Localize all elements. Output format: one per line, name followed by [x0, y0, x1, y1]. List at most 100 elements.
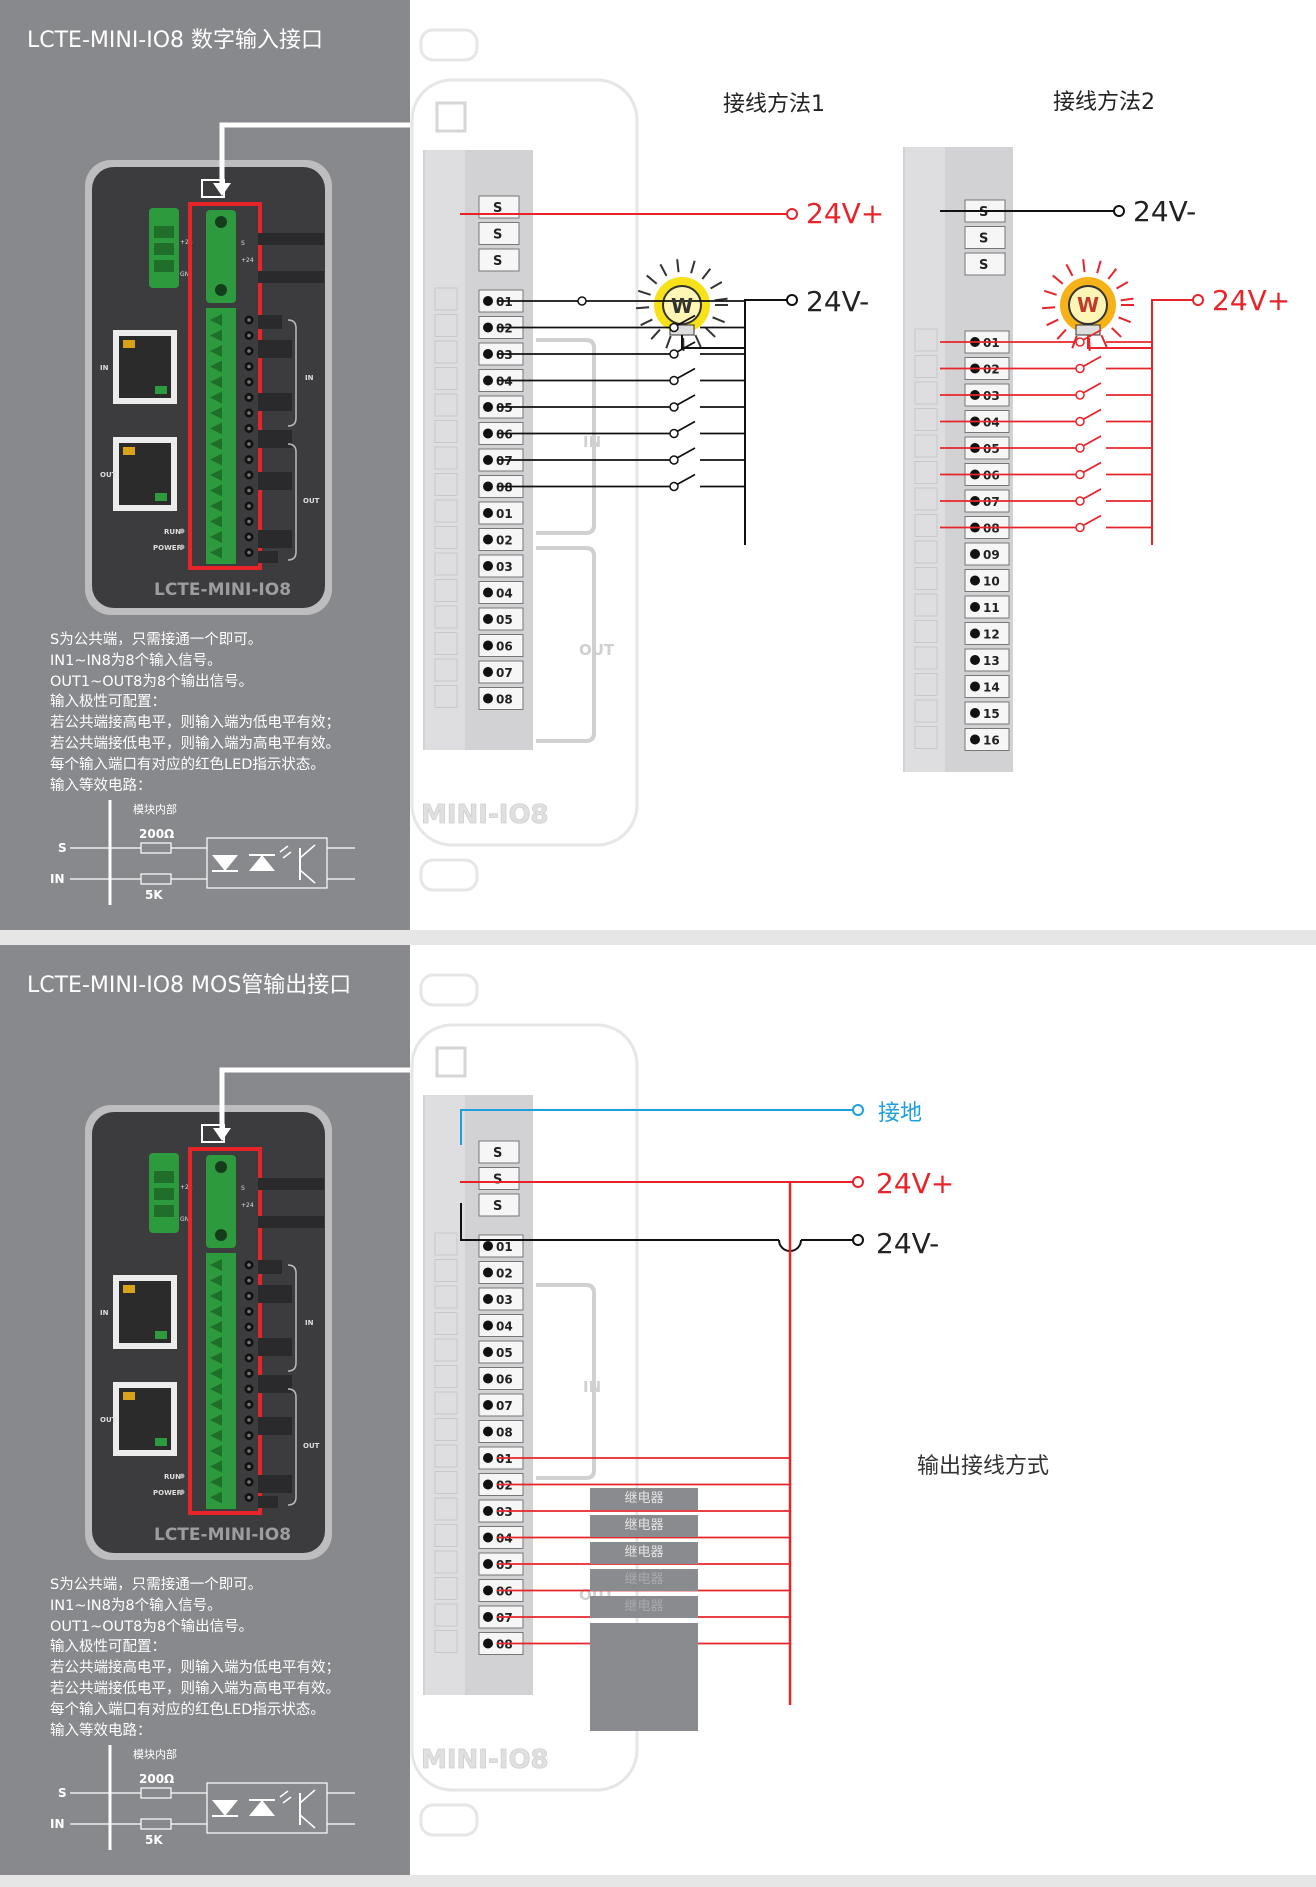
panel-title: LCTE-MINI-IO8 MOS管输出接口 [27, 973, 352, 998]
led-center [247, 504, 251, 508]
device-rib [258, 430, 292, 448]
device-in-label: IN [305, 374, 314, 382]
switch-node [669, 322, 679, 333]
run-led [179, 528, 185, 534]
light-arrow [279, 845, 289, 853]
led-center [247, 349, 251, 353]
connector-arrow [210, 453, 222, 466]
terminal-cell [964, 542, 1010, 566]
led-center [247, 1418, 251, 1422]
connector-arrow [210, 360, 222, 373]
module-logo [435, 1046, 467, 1078]
device-rib [258, 340, 292, 358]
module-clip [419, 858, 479, 892]
device-rib [258, 1216, 324, 1228]
tiny-label: +24 [241, 257, 254, 264]
connector-arrow [210, 531, 222, 543]
resistor [140, 1787, 172, 1799]
transistor-leg [299, 1814, 316, 1829]
switch-node [669, 428, 679, 439]
terminal-screw [914, 673, 938, 696]
device-rib [258, 233, 324, 245]
device-rib [258, 1285, 292, 1303]
terminal-screw [434, 340, 458, 364]
terminal-node [852, 1104, 864, 1116]
terminal-dot [483, 481, 493, 492]
terminal-pin-label: 03 [496, 1293, 513, 1307]
switch-blade [1082, 382, 1102, 394]
terminal-pin-label: 14 [983, 681, 1000, 695]
terminal-screw [434, 1444, 458, 1468]
led-center [247, 550, 251, 555]
terminal-dot [483, 693, 493, 704]
lamp-ray [690, 260, 696, 274]
wire-24v-minus [460, 1203, 779, 1241]
v24-plus-label: 24V+ [876, 1167, 955, 1200]
led-center [247, 1464, 251, 1469]
connector-arrow [210, 329, 222, 342]
terminal-s-label: S [493, 1199, 502, 1214]
terminal-screw [434, 658, 458, 682]
switch-node [669, 455, 679, 465]
switch-blade [676, 447, 696, 459]
lamp-ray [1046, 318, 1059, 327]
terminal-screw [914, 514, 938, 537]
tiny-label: S [241, 1185, 245, 1192]
led-center [247, 1278, 251, 1283]
terminal-screw [914, 328, 938, 352]
terminal-s-label: S [493, 201, 502, 216]
switch-node [669, 375, 679, 386]
note-line: OUT1~OUT8为8个输出信号。 [50, 673, 254, 690]
terminal-cell [478, 607, 524, 631]
terminal-pin-label: 04 [496, 375, 513, 389]
terminal-pin-label: 02 [983, 363, 1000, 377]
ground-label: 接地 [878, 1101, 923, 1126]
terminal-cell [964, 622, 1010, 645]
terminal-dot [483, 534, 493, 545]
connector-slot [154, 226, 174, 238]
resistor-label: 200Ω [139, 1772, 174, 1786]
terminal-pin-label: 06 [496, 428, 513, 442]
module-clip [419, 973, 479, 1007]
terminal-screw [434, 1285, 458, 1309]
v24-plus-label-method2: 24V+ [1212, 284, 1291, 317]
terminal-s-label: S [979, 205, 988, 220]
led-center [247, 1356, 251, 1360]
panel-title: LCTE-MINI-IO8 数字输入接口 [27, 28, 324, 53]
terminal-pin-label: 07 [983, 495, 1000, 509]
connector-arrow [210, 484, 222, 497]
led-center [247, 1449, 251, 1453]
note-line: 每个输入端口有对应的红色LED指示状态。 [50, 1701, 325, 1718]
connector-arrow [210, 546, 222, 559]
terminal-screw [914, 726, 938, 749]
terminal-screw [434, 1391, 458, 1415]
device-rib [258, 1496, 278, 1508]
terminal-screw [914, 381, 938, 405]
terminal-screw [914, 593, 938, 617]
v24-minus-label: 24V- [806, 285, 870, 318]
connector-arrow [210, 422, 222, 435]
led-center [247, 473, 251, 477]
lamp-ray [659, 263, 668, 277]
device-out-label: OUT [303, 497, 320, 505]
note-line: S为公共端，只需接通一个即可。 [50, 632, 263, 648]
terminal-screw [434, 367, 458, 390]
ethernet-led [123, 1392, 135, 1400]
connector-arrow [210, 1336, 222, 1349]
connector-arrow [210, 1274, 222, 1287]
terminal-pin-label: 03 [496, 560, 513, 574]
highlight-box [188, 1147, 262, 1515]
terminal-screw [914, 487, 938, 511]
relay-box: 继电器 [590, 1596, 698, 1618]
switch-blade [676, 367, 696, 380]
terminal-pin-label: 03 [496, 348, 513, 362]
terminal-pin-label: 08 [983, 522, 1000, 536]
connector-slot [154, 1188, 174, 1200]
led-center [247, 1402, 251, 1407]
lamp-ray [636, 306, 650, 310]
terminal-pin-label: 05 [496, 1558, 513, 1572]
terminal-cell [478, 248, 520, 272]
terminal-dot [970, 628, 980, 639]
terminal-pin-label: 03 [496, 1505, 513, 1519]
terminal-pin-label: 05 [496, 1346, 513, 1360]
